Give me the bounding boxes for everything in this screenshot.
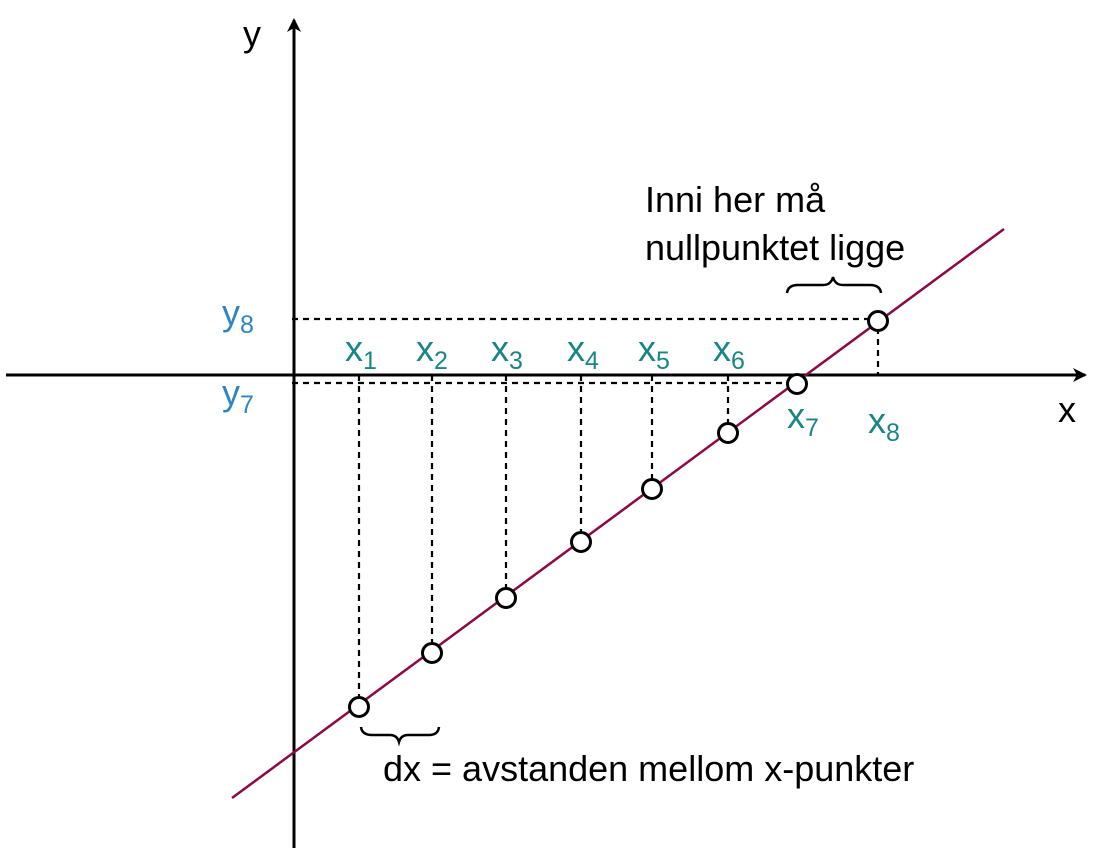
y8-label: y8 [222, 292, 254, 339]
x7-label: x7 [787, 395, 819, 442]
x-axis-label: x [1058, 389, 1076, 430]
x1-label: x1 [345, 328, 377, 375]
function-line [231, 227, 1005, 800]
point-x3 [495, 587, 517, 609]
point-x7 [786, 373, 808, 395]
x3-label: x3 [491, 328, 523, 375]
x6-label: x6 [713, 328, 745, 375]
point-x5 [641, 478, 663, 500]
x2-label: x2 [416, 328, 448, 375]
point-x6 [717, 422, 739, 444]
y-axis-label: y [243, 13, 261, 54]
root-interval-note-line2: nullpunktet ligge [645, 227, 905, 268]
root-interval-brace [785, 276, 883, 294]
sample-points [348, 310, 889, 718]
dx-note: dx = avstanden mellom x-punkter [383, 748, 914, 789]
x5-label: x5 [638, 328, 670, 375]
dx-brace [359, 726, 441, 747]
point-x2 [421, 642, 443, 664]
point-x4 [570, 531, 592, 553]
root-interval-note-line1: Inni her må [645, 179, 826, 220]
y7-label: y7 [222, 372, 254, 419]
point-x1 [348, 696, 370, 718]
x4-label: x4 [567, 328, 599, 375]
dashed-guides [292, 317, 880, 700]
x8-label: x8 [868, 400, 900, 447]
point-x8 [867, 310, 889, 332]
